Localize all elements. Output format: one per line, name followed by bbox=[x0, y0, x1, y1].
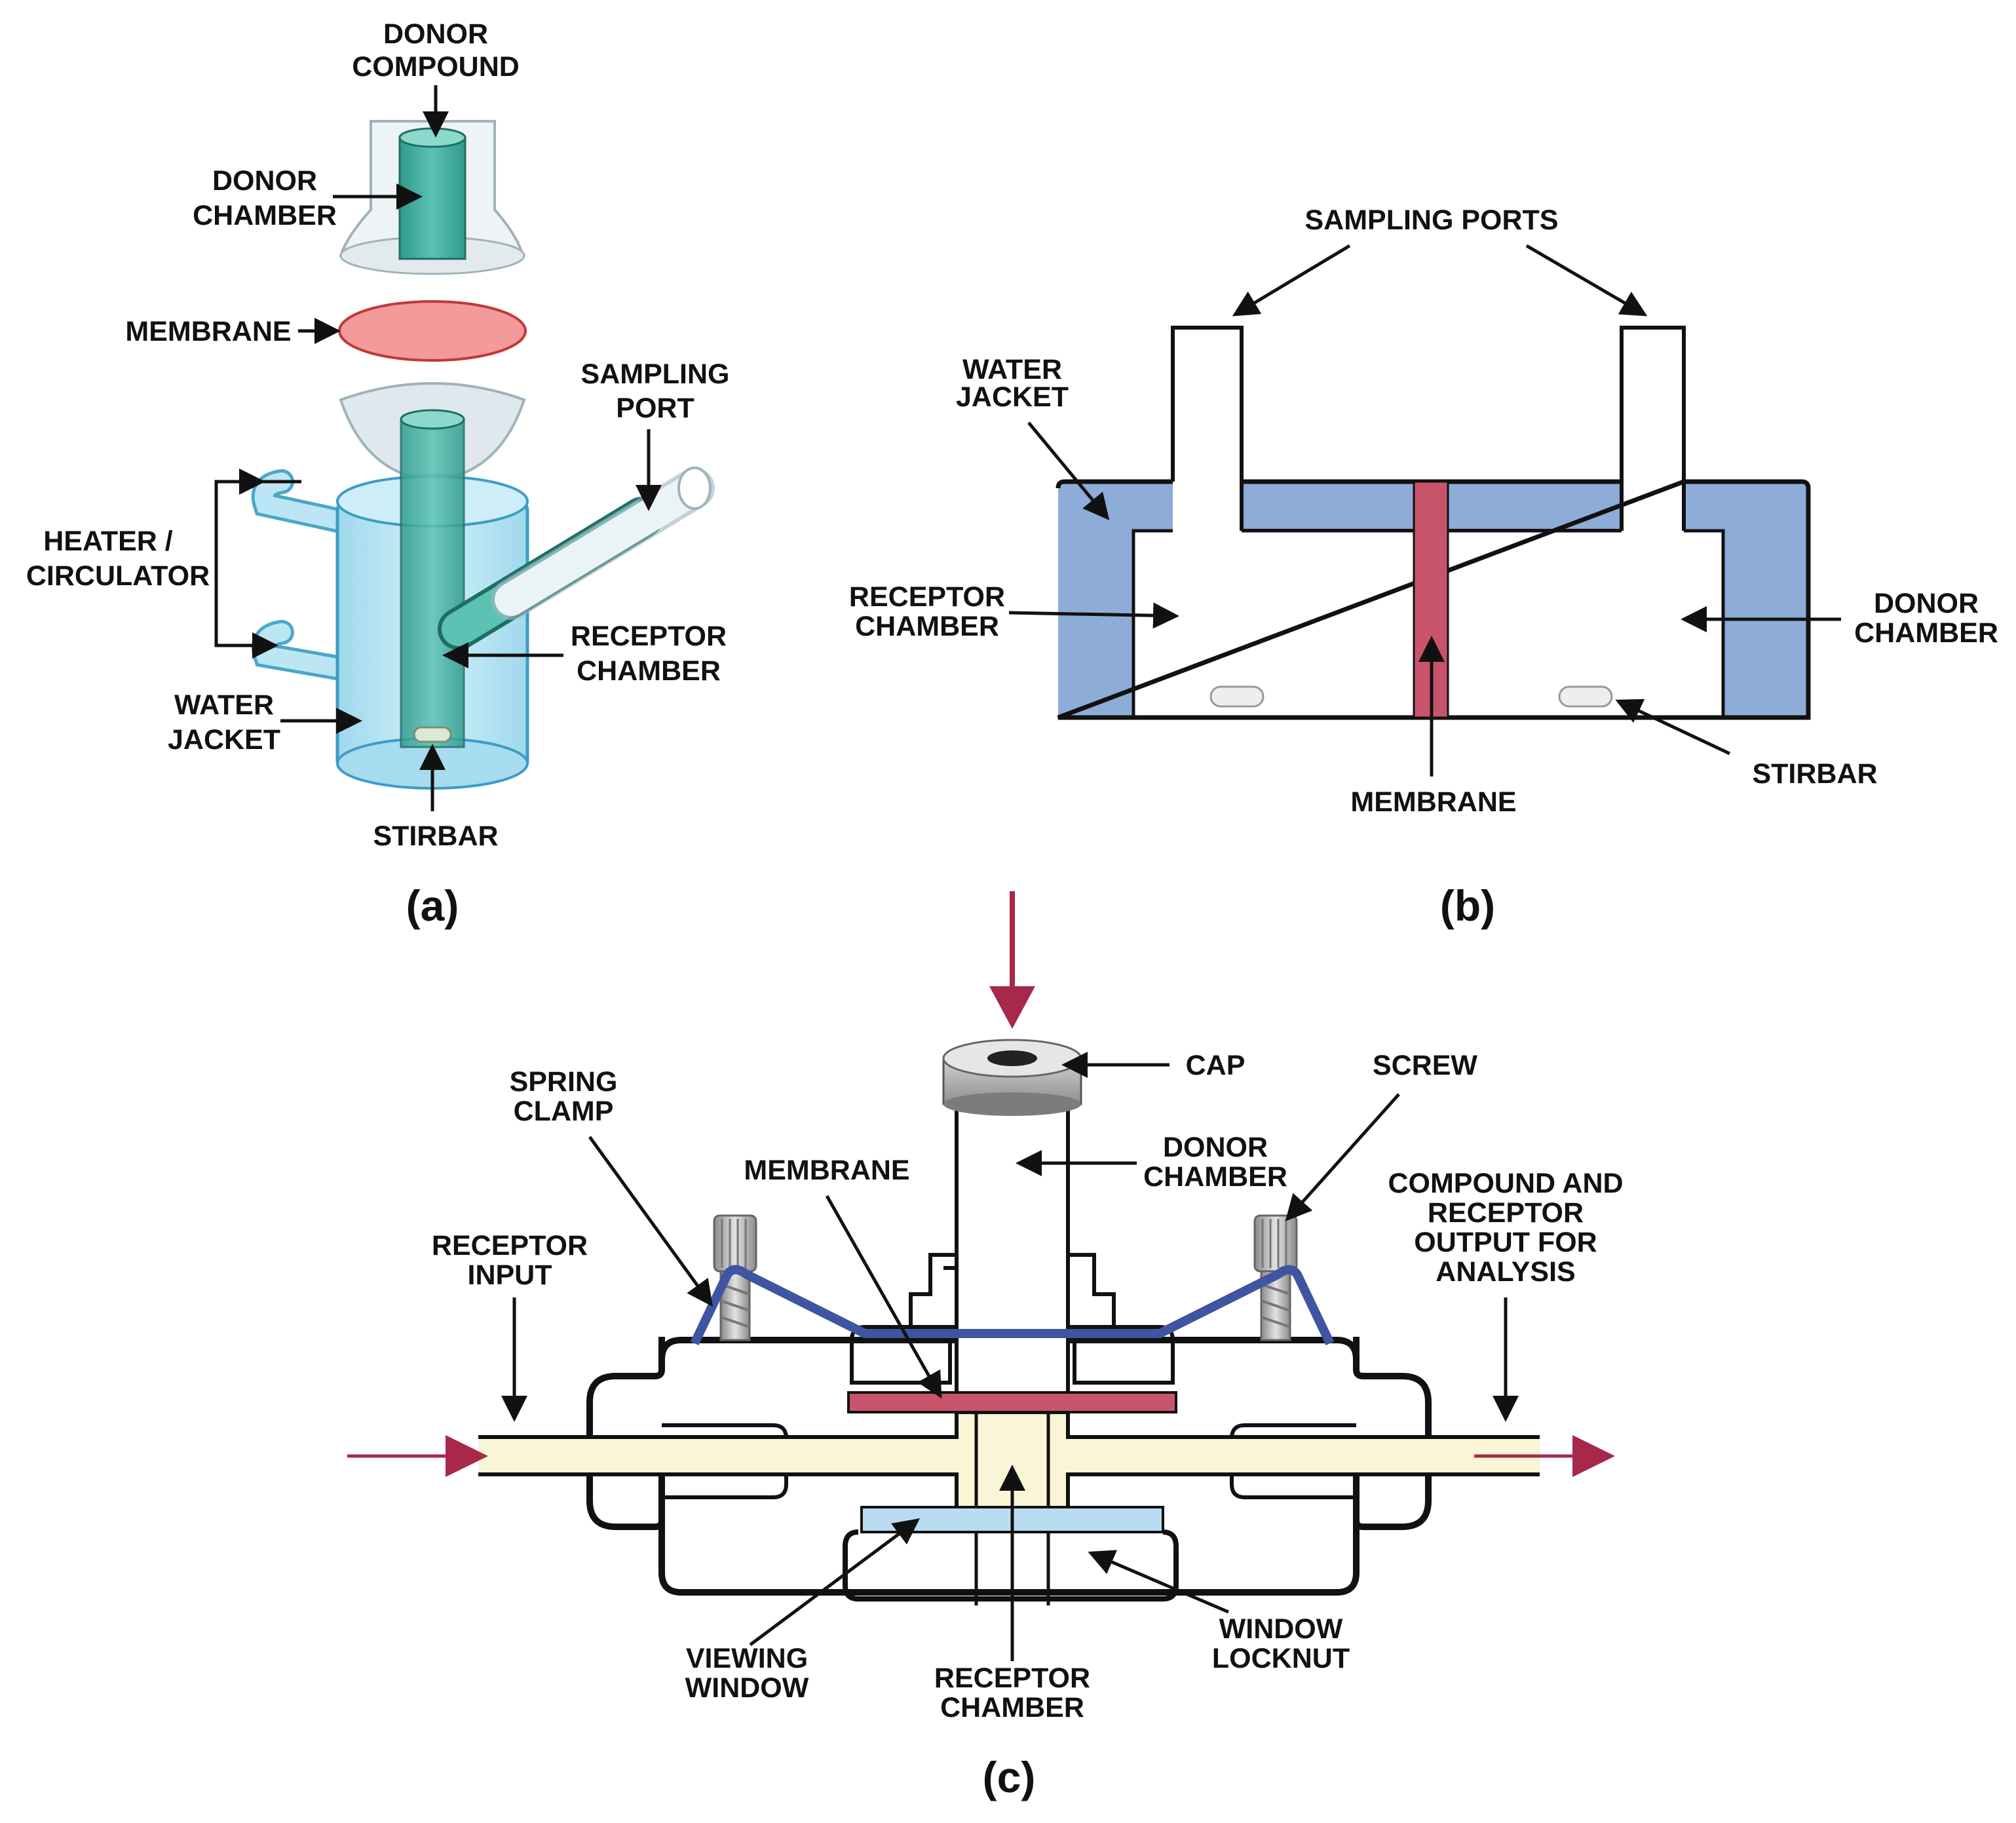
label-heater-circulator: HEATER / bbox=[43, 526, 173, 557]
spring-clamp bbox=[690, 1265, 1335, 1346]
cap bbox=[942, 1039, 1082, 1116]
label-receptor-chamber-b: RECEPTOR bbox=[849, 581, 1005, 613]
label-stirbar-a: STIRBAR bbox=[373, 820, 498, 852]
stirbar-b-right bbox=[1558, 685, 1613, 708]
stirbar-b-left bbox=[1209, 685, 1265, 708]
membrane-disc bbox=[338, 300, 527, 362]
label-window-locknut: WINDOW bbox=[1219, 1613, 1343, 1645]
label-receptor-chamber-a: RECEPTOR bbox=[571, 621, 727, 652]
label-receptor-input: RECEPTOR bbox=[432, 1230, 588, 1261]
label-membrane-c: MEMBRANE bbox=[744, 1155, 909, 1186]
label-stirbar-b: STIRBAR bbox=[1752, 758, 1877, 790]
label-donor-chamber-c: DONOR bbox=[1163, 1132, 1268, 1163]
flow-channel bbox=[478, 1412, 1540, 1507]
label-water-jacket-b: WATER bbox=[962, 354, 1062, 385]
label-spring-clamp: SPRING bbox=[510, 1066, 618, 1098]
label-receptor-chamber-c: RECEPTOR bbox=[934, 1662, 1090, 1694]
label-membrane-b: MEMBRANE bbox=[1350, 786, 1516, 818]
label-screw: SCREW bbox=[1373, 1050, 1477, 1081]
label-cap: CAP bbox=[1186, 1050, 1246, 1081]
svg-text:HEATER /CIRCULATOR: HEATER /CIRCULATOR bbox=[26, 526, 210, 592]
label-sampling-ports: SAMPLING PORTS bbox=[1304, 204, 1558, 236]
membrane-c bbox=[847, 1391, 1177, 1413]
stirbar-a bbox=[413, 726, 452, 743]
panel-label-a: (a) bbox=[406, 881, 459, 930]
label-membrane-a: MEMBRANE bbox=[125, 316, 291, 347]
label-donor-compound: DONOR bbox=[383, 18, 488, 50]
panel-label-b: (b) bbox=[1440, 881, 1495, 930]
panel-label-c: (c) bbox=[983, 1753, 1036, 1801]
screw-right bbox=[1253, 1214, 1298, 1341]
label-sampling-port: SAMPLING bbox=[581, 358, 730, 390]
label-water-jacket-a: WATER bbox=[174, 689, 274, 721]
label-viewing-window: VIEWING bbox=[686, 1643, 808, 1674]
donor-chamber-tube bbox=[955, 1083, 1070, 1414]
label-donor-chamber-b: DONOR bbox=[1874, 588, 1979, 619]
label-output: COMPOUND AND bbox=[1388, 1168, 1623, 1199]
label-donor-chamber-a: DONOR bbox=[212, 165, 317, 197]
receptor-body bbox=[251, 382, 715, 790]
